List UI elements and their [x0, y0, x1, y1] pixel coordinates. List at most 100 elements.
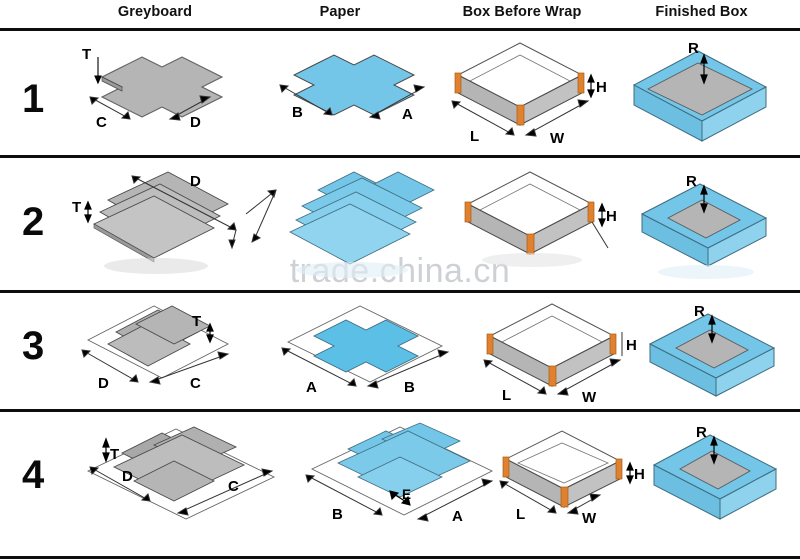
row-1-finished-box: R	[620, 35, 785, 159]
dimension-label-T: T	[110, 446, 119, 463]
dimension-E	[389, 490, 411, 506]
dimension-B	[279, 84, 333, 116]
row-4: 4 T	[0, 413, 800, 556]
dimension-extension	[228, 229, 237, 250]
divider-row-2	[0, 290, 800, 293]
paper-cross-shape	[292, 54, 416, 116]
column-header-box-before-wrap: Box Before Wrap	[462, 4, 582, 20]
dimension-label-T: T	[192, 313, 201, 330]
row-2: 2 T	[0, 160, 800, 290]
divider-header	[0, 28, 800, 31]
row-3-box-before-wrap: H L W	[472, 296, 642, 410]
dimension-T	[84, 200, 92, 224]
divider-bottom	[0, 556, 800, 559]
dimension-label-L: L	[516, 506, 525, 523]
divider-row-1	[0, 155, 800, 158]
greyboard-cross-shape	[100, 56, 224, 118]
finished-box-shape	[640, 183, 768, 279]
row-2-finished-box: R	[628, 162, 788, 290]
row-4-box-before-wrap: H L W	[488, 419, 648, 549]
row-4-finished-box: R	[644, 419, 799, 549]
row-1-paper: B A	[252, 35, 442, 155]
greyboard-panels-on-base	[87, 305, 229, 379]
dimension-label-E: E	[402, 487, 411, 502]
leader-line	[591, 221, 609, 249]
dimension-label-R: R	[686, 173, 697, 190]
dimension-label-B: B	[332, 506, 343, 523]
row-3-finished-box: R	[636, 296, 796, 410]
dimension-label-H: H	[626, 337, 637, 354]
column-header-paper: Paper	[319, 4, 361, 20]
dimension-label-B: B	[292, 104, 303, 121]
dimension-C	[176, 468, 274, 516]
row-1: 1 T	[0, 31, 800, 155]
row-2-paper	[245, 162, 458, 290]
dimension-label-T: T	[72, 199, 81, 216]
row-3-greyboard: T D C	[62, 296, 252, 408]
box-before-wrap-shape	[502, 430, 623, 508]
dimension-T	[206, 322, 214, 344]
column-header-finished-box: Finished Box	[655, 4, 748, 20]
row-number-4: 4	[22, 453, 45, 497]
row-number-2: 2	[22, 200, 45, 244]
dimension-W	[524, 99, 590, 137]
dimension-L	[483, 359, 547, 395]
dimension-label-R: R	[694, 303, 705, 320]
row-1-greyboard: T C D	[70, 35, 245, 155]
dimension-label-H: H	[634, 466, 645, 483]
greyboard-panels-on-base	[86, 426, 276, 520]
dimension-label-L: L	[470, 128, 479, 145]
finished-box-shape	[648, 313, 776, 397]
dimension-label-W: W	[550, 130, 565, 147]
box-before-wrap-shape	[454, 42, 585, 126]
dimension-D	[81, 349, 139, 383]
dimension-label-W: W	[582, 510, 597, 527]
dimension-H	[598, 202, 606, 228]
dimension-label-C: C	[190, 375, 201, 392]
paper-cross-on-base	[286, 305, 444, 383]
row-3-paper: A B	[272, 296, 457, 408]
dimension-label-A: A	[452, 508, 463, 525]
row-4-paper: B E A	[296, 419, 496, 549]
dimension-A	[368, 84, 426, 120]
greyboard-stacked-panels	[93, 171, 229, 274]
dimension-A	[281, 347, 357, 387]
row-4-greyboard: T D C	[66, 419, 296, 549]
dimension-label-A: A	[402, 106, 413, 123]
dimension-H	[626, 461, 634, 485]
dimension-label-H: H	[606, 208, 617, 225]
paper-strips-on-base	[310, 422, 494, 516]
dimension-A	[416, 478, 494, 522]
dimension-W	[566, 493, 602, 515]
dimension-label-C: C	[228, 478, 239, 495]
dimension-R	[710, 435, 718, 465]
finished-box-shape	[632, 50, 768, 142]
dimension-R	[700, 184, 708, 214]
dimension-T	[102, 437, 110, 463]
row-1-box-before-wrap: H L W	[440, 35, 610, 159]
dimension-label-T: T	[82, 46, 91, 63]
row-3: 3 T D	[0, 294, 800, 408]
dimension-label-R: R	[688, 40, 699, 57]
dimension-label-C: C	[96, 114, 107, 131]
dimension-label-D: D	[122, 468, 133, 485]
dimension-C	[148, 351, 230, 385]
dimension-H	[587, 73, 595, 99]
column-header-greyboard: Greyboard	[117, 4, 193, 20]
paper-stacked-strips	[289, 171, 435, 278]
row-number-3: 3	[22, 324, 45, 368]
dimension-R	[700, 53, 708, 85]
dimension-label-D: D	[98, 375, 109, 392]
dimension-R	[708, 314, 716, 344]
dimension-D	[89, 466, 151, 502]
dimension-L	[451, 100, 515, 136]
dimension-label-W: W	[582, 389, 597, 406]
dimension-B	[305, 474, 383, 516]
dimension-label-D: D	[190, 114, 201, 131]
dimension-T	[94, 57, 102, 85]
box-before-wrap-shape	[464, 171, 595, 267]
finished-box-shape	[652, 434, 778, 520]
dimension-W	[556, 358, 622, 396]
dimension-label-B: B	[404, 379, 415, 396]
